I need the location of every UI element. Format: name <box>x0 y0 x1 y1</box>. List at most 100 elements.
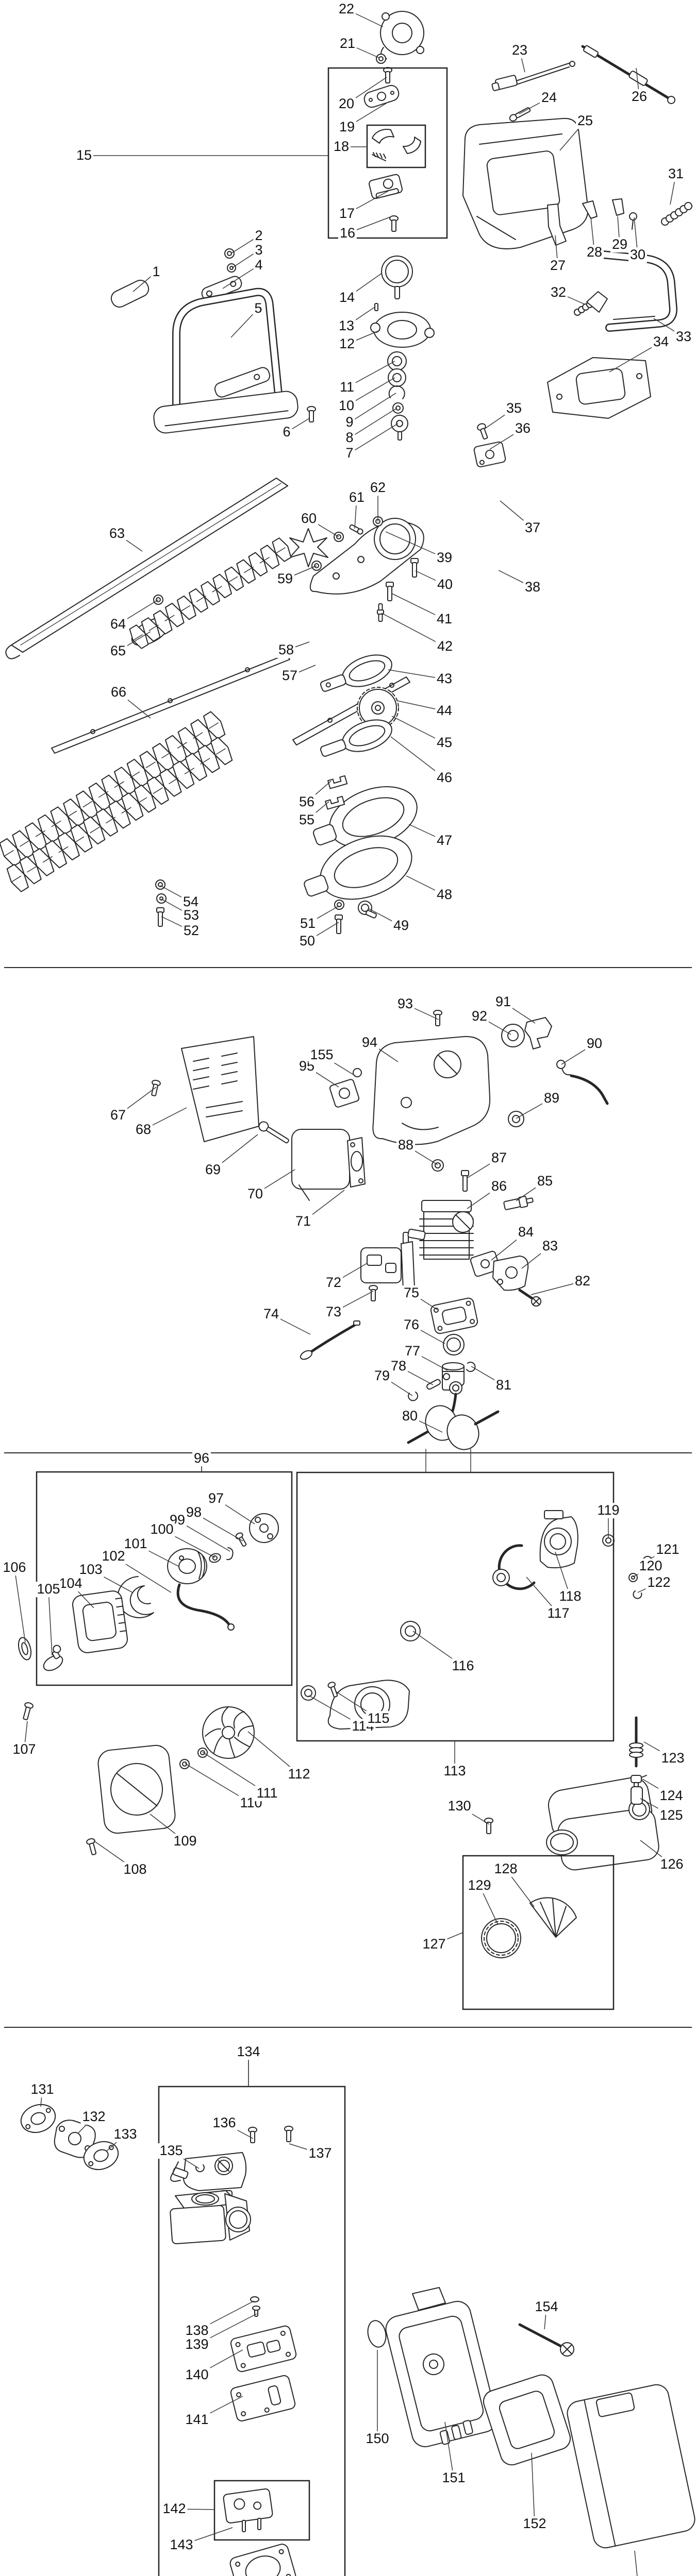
leader-line-151 <box>444 2421 454 2479</box>
intake-parts-art <box>470 1250 541 1307</box>
part-label-72: 72 <box>324 1275 343 1291</box>
part-label-77: 77 <box>403 1343 422 1359</box>
clutch-parts-box <box>327 67 448 239</box>
part-label-91: 91 <box>493 994 513 1010</box>
ignition-top-parts-art <box>433 1010 609 1127</box>
part-label-132: 132 <box>80 2109 107 2125</box>
part-label-105: 105 <box>35 1581 62 1597</box>
part-label-59: 59 <box>275 571 295 587</box>
part-label-46: 46 <box>435 770 454 786</box>
part-label-100: 100 <box>148 1521 175 1537</box>
shear-blade-lower-2-spine <box>11 747 228 883</box>
part-label-112: 112 <box>286 1766 312 1782</box>
part-label-24: 24 <box>539 90 559 106</box>
part-label-16: 16 <box>338 225 357 241</box>
part-label-129: 129 <box>466 1877 493 1893</box>
spring-31 <box>661 202 692 226</box>
engine-cover-art <box>372 1036 491 1145</box>
part-label-42: 42 <box>435 638 455 654</box>
leader-line-42 <box>381 613 445 647</box>
part-label-3: 3 <box>253 242 264 258</box>
part-label-126: 126 <box>658 1856 685 1872</box>
part-label-19: 19 <box>337 119 357 135</box>
part-label-141: 141 <box>184 2412 210 2428</box>
carburetor-art <box>170 2126 297 2421</box>
clutch-gear-stack-art <box>370 256 435 440</box>
part-label-32: 32 <box>549 284 568 300</box>
shear-blade-lower-1-spine <box>4 721 221 857</box>
part-label-152: 152 <box>521 2516 548 2532</box>
gear-case-art <box>289 516 424 622</box>
part-label-79: 79 <box>372 1368 392 1384</box>
shear-blade-lower-1 <box>4 721 226 867</box>
shear-blade-lower-2 <box>6 737 228 883</box>
muffler-art <box>258 1121 366 1201</box>
part-label-55: 55 <box>297 812 317 828</box>
shear-blade-upper <box>129 537 288 641</box>
leader-line-105 <box>48 1589 53 1656</box>
part-label-17: 17 <box>337 206 357 222</box>
part-label-30: 30 <box>628 247 648 263</box>
part-label-51: 51 <box>298 916 318 931</box>
part-label-69: 69 <box>203 1162 223 1178</box>
part-label-45: 45 <box>435 735 454 751</box>
part-label-151: 151 <box>440 2470 467 2486</box>
leader-line-39 <box>385 531 445 558</box>
part-label-89: 89 <box>542 1090 561 1106</box>
carb-unit-inner-art <box>223 2488 273 2532</box>
leader-line-152 <box>531 2452 535 2524</box>
part-label-154: 154 <box>533 2299 560 2315</box>
part-label-93: 93 <box>395 996 415 1012</box>
part-label-80: 80 <box>400 1408 420 1424</box>
carb-pump-stack-art <box>229 2544 296 2576</box>
part-label-48: 48 <box>435 887 454 903</box>
part-label-36: 36 <box>513 420 533 436</box>
part-label-96: 96 <box>192 1450 211 1466</box>
kill-wire-art <box>300 1320 360 1360</box>
part-label-98: 98 <box>184 1504 204 1520</box>
part-label-8: 8 <box>344 430 355 446</box>
part-label-1: 1 <box>151 264 162 280</box>
leader-line-8 <box>349 408 397 438</box>
part-label-121: 121 <box>654 1541 681 1557</box>
part-label-140: 140 <box>184 2367 210 2383</box>
part-label-76: 76 <box>402 1317 421 1333</box>
part-label-120: 120 <box>637 1558 664 1574</box>
part-label-62: 62 <box>368 480 388 496</box>
part-label-52: 52 <box>181 923 201 939</box>
part-label-117: 117 <box>545 1605 571 1621</box>
part-label-56: 56 <box>297 794 317 810</box>
part-label-135: 135 <box>158 2143 185 2159</box>
leader-line-43 <box>388 669 445 680</box>
part-label-125: 125 <box>658 1807 685 1823</box>
part-label-28: 28 <box>585 244 604 260</box>
part-label-18: 18 <box>332 139 351 155</box>
part-label-84: 84 <box>516 1224 536 1240</box>
part-label-65: 65 <box>108 643 128 659</box>
part-label-11: 11 <box>338 379 356 395</box>
part-label-136: 136 <box>211 2115 238 2131</box>
part-label-74: 74 <box>261 1306 281 1322</box>
part-label-143: 143 <box>168 2537 195 2553</box>
part-label-103: 103 <box>77 1562 104 1578</box>
shear-blade-lower-2 <box>11 747 233 892</box>
guide-bar-art <box>51 654 290 754</box>
part-label-27: 27 <box>548 258 568 274</box>
part-label-94: 94 <box>360 1035 379 1050</box>
part-label-41: 41 <box>435 611 454 627</box>
part-label-34: 34 <box>651 334 671 350</box>
part-label-66: 66 <box>109 684 128 700</box>
part-label-54: 54 <box>181 894 201 910</box>
part-label-75: 75 <box>402 1285 421 1301</box>
part-label-137: 137 <box>307 2145 334 2161</box>
part-label-111: 111 <box>255 1785 279 1801</box>
part-label-90: 90 <box>585 1036 604 1052</box>
shear-blade-upper <box>132 546 292 649</box>
part-label-70: 70 <box>245 1186 265 1202</box>
part-label-88: 88 <box>396 1137 416 1153</box>
part-label-108: 108 <box>122 1861 148 1877</box>
part-label-155: 155 <box>308 1047 335 1063</box>
part-label-5: 5 <box>253 300 264 316</box>
